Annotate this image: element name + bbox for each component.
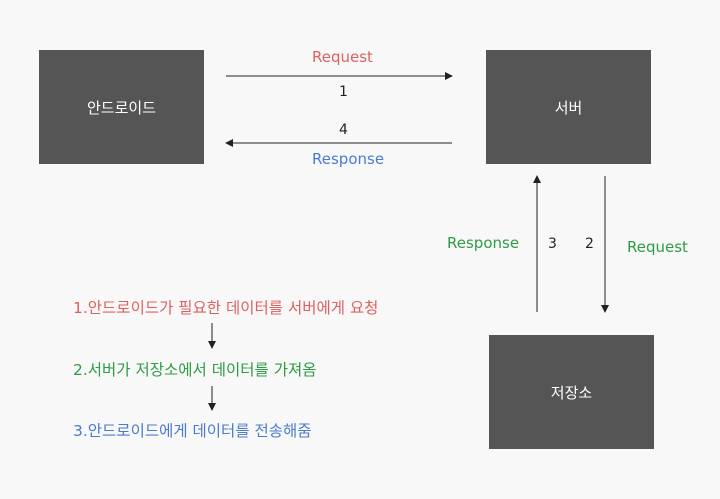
server-box: 서버 — [486, 50, 651, 164]
request-label-right: Request — [627, 238, 688, 256]
android-box: 안드로이드 — [39, 50, 204, 164]
response-label-top: Response — [312, 150, 385, 168]
storage-label: 저장소 — [550, 383, 593, 402]
request-label-top: Request — [312, 48, 373, 66]
server-label: 서버 — [554, 98, 583, 117]
step-2-text: 2.서버가 저장소에서 데이터를 가져옴 — [73, 361, 317, 379]
response-label-right: Response — [447, 234, 520, 252]
step-1-text: 1.안드로이드가 필요한 데이터를 서버에게 요청 — [73, 299, 379, 317]
step-number-2: 2 — [585, 236, 594, 252]
step-number-4: 4 — [339, 122, 348, 138]
step-number-3: 3 — [548, 236, 557, 252]
step-number-1: 1 — [339, 84, 348, 100]
step-3-text: 3.안드로이드에게 데이터를 전송해줌 — [73, 422, 312, 440]
android-label: 안드로이드 — [86, 98, 156, 117]
storage-box: 저장소 — [489, 335, 654, 449]
